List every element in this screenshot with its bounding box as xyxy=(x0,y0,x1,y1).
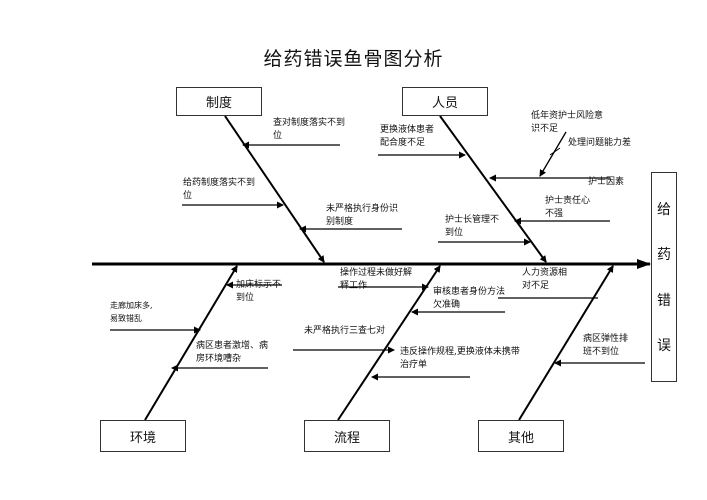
cause-label-line: 班不到位 xyxy=(583,347,620,357)
cause-label-line: 到位 xyxy=(236,293,255,303)
page-title: 给药错误鱼骨图分析 xyxy=(263,48,444,70)
effect-char: 错 xyxy=(657,292,671,309)
cause-label: 护士因素 xyxy=(588,176,624,189)
bone-system xyxy=(224,115,325,263)
cause-label: 病区弹性排班不到位 xyxy=(583,333,628,359)
cause-label-line: 查对制度落实不到 xyxy=(273,118,346,128)
bone-other xyxy=(518,265,614,421)
cause-label: 未严格执行身份识别制度 xyxy=(326,203,398,229)
cause-label: 审核患者身份方法欠准确 xyxy=(433,286,505,312)
category-system: 制度 xyxy=(176,87,262,116)
cause-label: 更换液体患者配合度不足 xyxy=(380,124,434,150)
cause-label: 加床标示不到位 xyxy=(236,279,281,305)
cause-label-line: 对不足 xyxy=(522,281,550,291)
cause-label-line: 位 xyxy=(183,191,193,201)
effect-char: 误 xyxy=(657,338,671,355)
cause-label-line: 人力资源相 xyxy=(522,268,568,278)
cause-label-line: 加床标示不 xyxy=(236,280,282,290)
cause-label: 病区患者激增、病房环境嘈杂 xyxy=(196,340,268,366)
cause-label-line: 不强 xyxy=(545,209,564,219)
bone-personnel xyxy=(439,115,547,263)
cause-label-line: 配合度不足 xyxy=(380,138,426,148)
cause-label: 操作过程未做好解释工作 xyxy=(340,267,412,293)
category-other: 其他 xyxy=(478,420,564,452)
cause-label-line: 违反操作规程,更换液体未携带 xyxy=(400,347,520,357)
category-process: 流程 xyxy=(304,420,390,452)
cause-label-line: 处理问题能力差 xyxy=(568,138,632,148)
cause-label-line: 欠准确 xyxy=(433,300,461,310)
effect-box: 给 药 错 误 xyxy=(651,172,677,382)
cause-label-line: 识不足 xyxy=(531,124,559,134)
category-environment: 环境 xyxy=(100,420,186,452)
cause-label: 违反操作规程,更换液体未携带治疗单 xyxy=(400,346,520,372)
cause-label: 人力资源相对不足 xyxy=(522,267,567,293)
bone-process xyxy=(337,265,441,421)
cause-label: 给药制度落实不到位 xyxy=(183,177,255,203)
cause-label-line: 到位 xyxy=(445,228,464,238)
cause-label-line: 病区弹性排 xyxy=(583,334,629,344)
cause-label-line: 审核患者身份方法 xyxy=(433,287,506,297)
cause-label-line: 走廊加床多, xyxy=(110,301,153,310)
cause-label: 走廊加床多, 易致错乱 xyxy=(110,299,153,325)
cause-label-line: 房环境嘈杂 xyxy=(196,354,242,364)
cause-label-line: 护士长管理不 xyxy=(445,215,500,225)
cause-label: 处理问题能力差 xyxy=(568,137,631,150)
cause-label-line: 治疗单 xyxy=(400,360,428,370)
cause-label-line: 未严格执行三查七对 xyxy=(304,326,386,336)
cause-label-line: 给药制度落实不到 xyxy=(183,178,256,188)
cause-label-line: 未严格执行身份识 xyxy=(326,204,399,214)
cause-label: 查对制度落实不到位 xyxy=(273,117,345,143)
cause-label-line: 护士因素 xyxy=(588,177,625,187)
cause-label-line: 病区患者激增、病 xyxy=(196,341,269,351)
bone-environment xyxy=(144,265,238,421)
cause-label: 护士长管理不到位 xyxy=(445,214,499,240)
cause-label: 未严格执行三查七对 xyxy=(304,325,385,338)
cause-label-line: 易致错乱 xyxy=(110,314,142,323)
category-personnel: 人员 xyxy=(402,87,488,116)
cause-label-line: 操作过程未做好解 xyxy=(340,268,413,278)
effect-char: 药 xyxy=(657,247,671,264)
cause-label-line: 位 xyxy=(273,131,283,141)
cause-label-line: 释工作 xyxy=(340,281,368,291)
cause-label-line: 低年资护士风险意 xyxy=(531,111,604,121)
cause-label: 低年资护士风险意识不足 xyxy=(531,110,603,136)
cause-label-line: 护士责任心 xyxy=(545,196,591,206)
cause-label-line: 别制度 xyxy=(326,217,354,227)
cause-label: 护士责任心不强 xyxy=(545,195,590,221)
effect-char: 给 xyxy=(657,201,671,218)
cause-label-line: 更换液体患者 xyxy=(380,125,435,135)
